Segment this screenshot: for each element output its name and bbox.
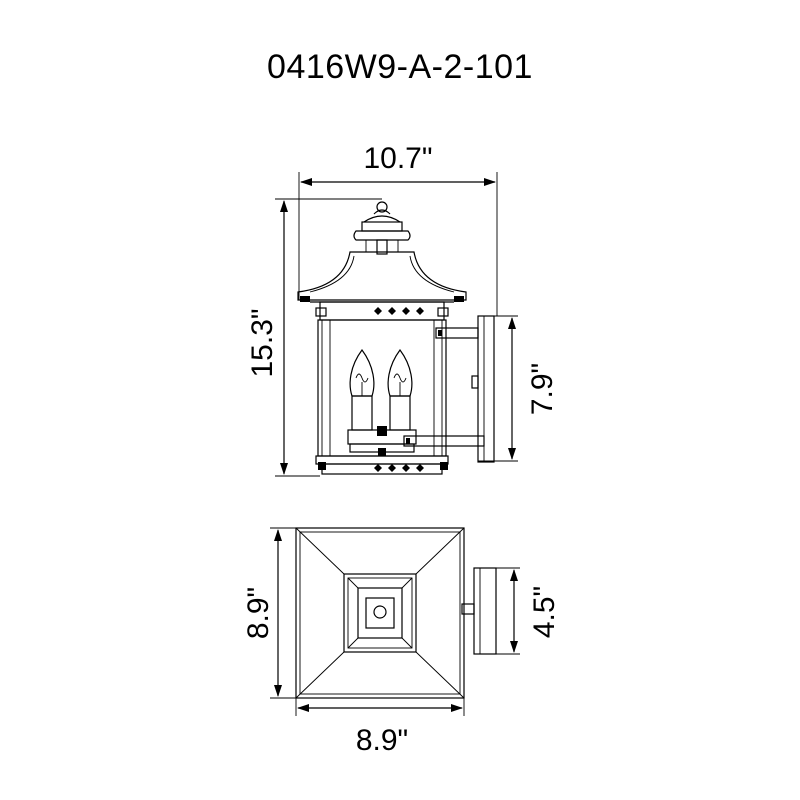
lower-band (315, 448, 449, 475)
width-dimension: 10.7" (298, 142, 498, 316)
backplate-side (471, 315, 495, 463)
backplate-height-dimension: 7.9" (478, 315, 559, 462)
depth-label: 8.9" (242, 587, 275, 639)
candle-bulbs (349, 348, 413, 431)
backplate-height-label: 7.9" (526, 363, 559, 415)
lantern-roof (297, 251, 467, 303)
depth-dimension: 8.9" (242, 527, 296, 699)
roof-top-square (295, 527, 465, 699)
upper-band (315, 301, 449, 321)
lantern-finial (353, 201, 411, 255)
width-label: 10.7" (363, 142, 432, 175)
backplate-width-dimension: 4.5" (480, 567, 561, 655)
front-view: 10.7" 15.3" 7.9" (246, 142, 559, 477)
product-code-title: 0416W9-A-2-101 (267, 48, 533, 86)
top-view: 8.9" 8.9" 4.5" (242, 527, 561, 757)
top-width-label: 8.9" (356, 724, 408, 757)
height-dimension: 15.3" (246, 198, 382, 477)
top-width-dimension: 8.9" (295, 698, 465, 757)
backplate-width-label: 4.5" (528, 586, 561, 638)
top-arm-backplate (461, 567, 497, 655)
height-label: 15.3" (246, 308, 279, 377)
